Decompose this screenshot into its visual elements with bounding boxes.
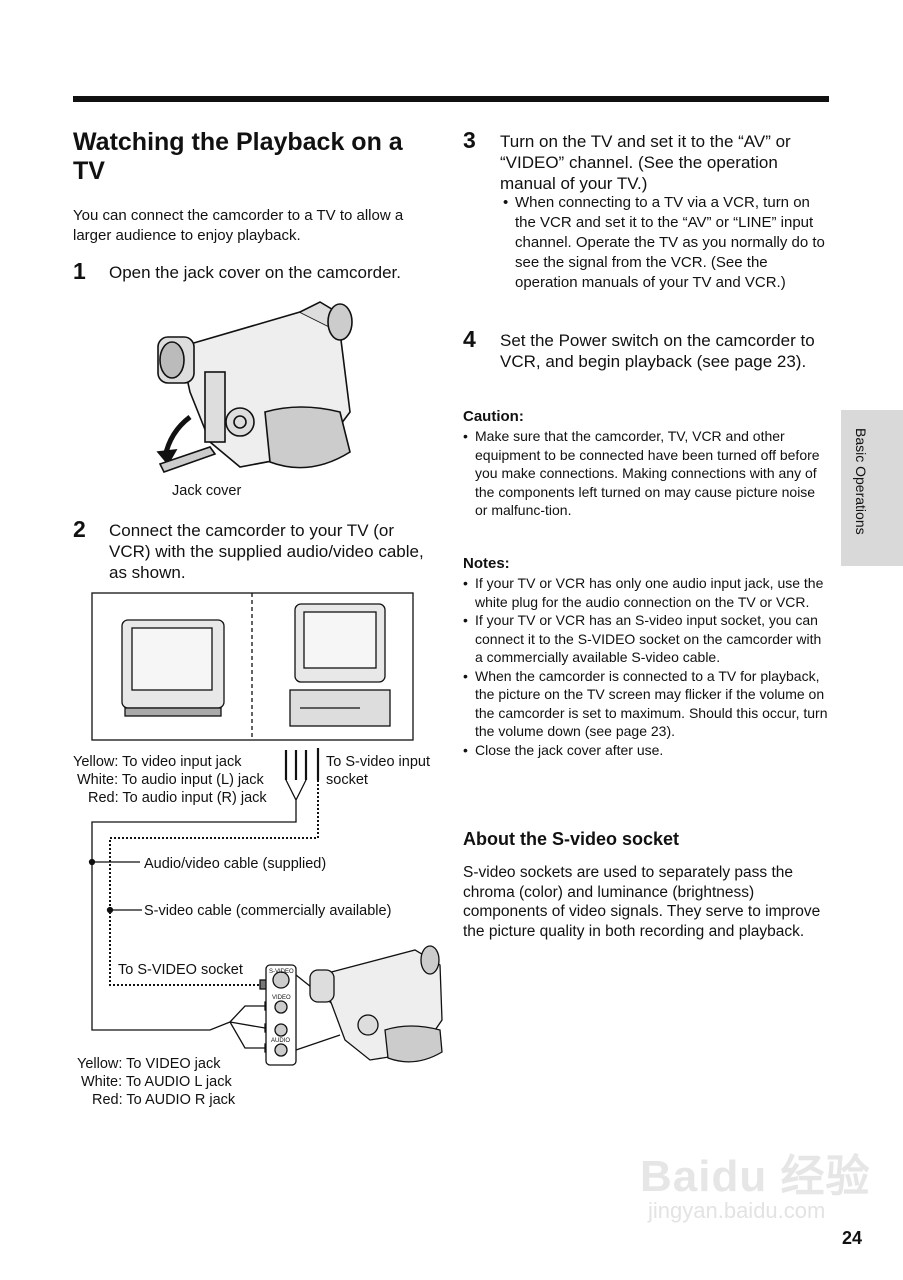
step-number: 3	[463, 127, 476, 153]
step-number: 4	[463, 326, 476, 352]
page-number: 24	[842, 1228, 863, 1248]
notes-list: If your TV or VCR has only one audio inp…	[463, 574, 831, 759]
note-item: When the camcorder is connected to a TV …	[463, 667, 831, 741]
red-audio-input-label: Red: To audio input (R) jack	[88, 790, 267, 806]
white-audio-input-label: White: To audio input (L) jack	[77, 772, 264, 788]
red-audio-r-jack-label: Red: To AUDIO R jack	[92, 1092, 236, 1108]
intro-text: You can connect the camcorder to a TV to…	[73, 207, 404, 244]
watermark-url: jingyan.baidu.com	[648, 1198, 826, 1223]
white-audio-l-jack-label: White: To AUDIO L jack	[81, 1074, 232, 1090]
av-cable-label: Audio/video cable (supplied)	[144, 856, 327, 872]
caution-heading: Caution:	[463, 408, 524, 425]
bullet-item: When connecting to a TV via a VCR, turn …	[503, 193, 831, 293]
svideo-section-heading: About the S-video socket	[463, 829, 680, 849]
side-tab-label: Basic Operations	[853, 428, 869, 535]
caution-list: Make sure that the camcorder, TV, VCR an…	[463, 427, 828, 520]
step-text: Open the jack cover on the camcorder.	[109, 263, 401, 282]
step-text: Turn on the TV and set it to the “AV” or…	[500, 132, 791, 193]
side-tab: Basic Operations	[841, 410, 903, 566]
note-item: If your TV or VCR has an S-video input s…	[463, 611, 831, 667]
panel-label-video: VIDEO	[272, 995, 291, 1001]
svideo-socket-label: To S-VIDEO socket	[118, 962, 243, 978]
camcorder-jack-cover-illustration	[156, 301, 353, 473]
svideo-cable-label: S-video cable (commercially available)	[144, 903, 392, 919]
note-item: If your TV or VCR has only one audio inp…	[463, 574, 831, 611]
panel-label-audio: AUDIO	[271, 1038, 290, 1044]
notes-heading: Notes:	[463, 555, 510, 572]
svideo-input-label: To S-video input socket	[326, 754, 430, 788]
connection-diagram: S-VIDEO VIDEO AUDIO	[88, 592, 443, 1066]
panel-label-svideo: S-VIDEO	[269, 969, 294, 975]
step-text: Set the Power switch on the camcorder to…	[500, 331, 815, 371]
svideo-section-text: S-video sockets are used to separately p…	[463, 864, 821, 940]
yellow-video-jack-label: Yellow: To VIDEO jack	[77, 1056, 221, 1072]
page-title: Watching the Playback on a TV	[73, 128, 403, 185]
step-3-bullets: When connecting to a TV via a VCR, turn …	[503, 193, 831, 293]
step-number: 1	[73, 258, 86, 284]
yellow-video-input-label: Yellow: To video input jack	[73, 754, 242, 770]
step-number: 2	[73, 516, 86, 542]
note-item: Close the jack cover after use.	[463, 741, 831, 760]
watermark-brand: Baidu 经验	[640, 1152, 871, 1201]
top-rule	[73, 96, 829, 102]
jack-cover-label: Jack cover	[172, 483, 242, 499]
caution-item: Make sure that the camcorder, TV, VCR an…	[463, 427, 828, 520]
step-text: Connect the camcorder to your TV (or VCR…	[109, 521, 424, 582]
